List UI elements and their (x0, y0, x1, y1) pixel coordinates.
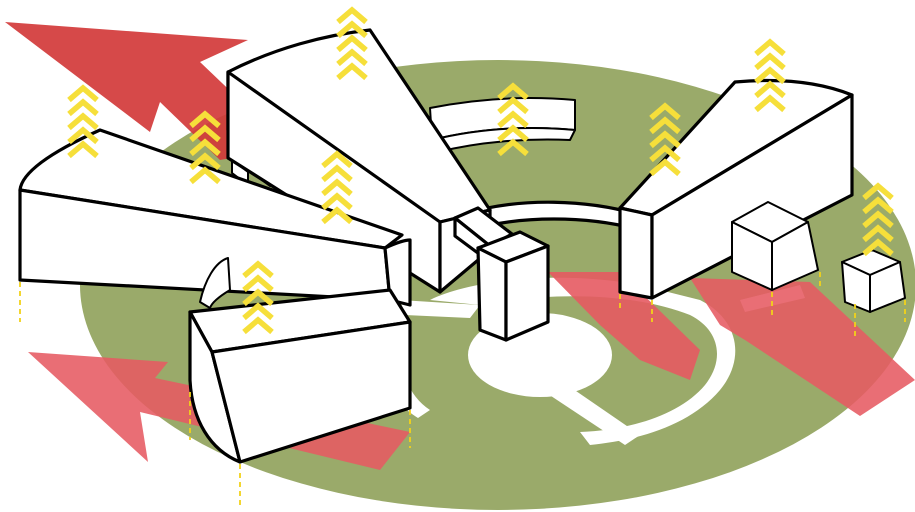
building-tower (478, 232, 548, 340)
